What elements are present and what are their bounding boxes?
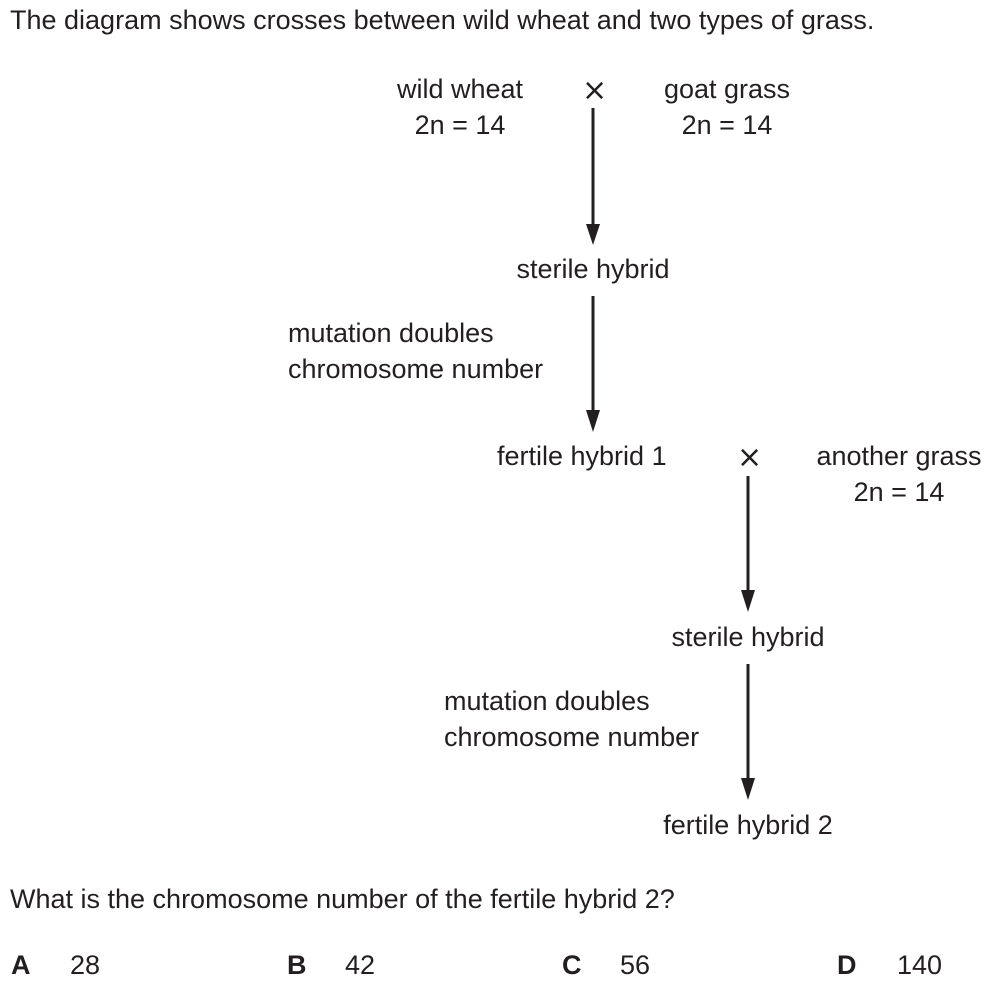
option-value: 42 (345, 950, 376, 980)
parent-goat-grass-chromosomes: 2n = 14 (681, 110, 773, 140)
option-value: 56 (620, 950, 651, 980)
cross-symbol-1: × (582, 73, 608, 108)
mutation-1-line2: chromosome number (288, 354, 544, 384)
arrowhead-4 (741, 778, 755, 800)
fertile-hybrid-1: fertile hybrid 1 (497, 441, 667, 471)
question-intro: The diagram shows crosses between wild w… (10, 5, 875, 35)
question-prompt: What is the chromosome number of the fer… (10, 884, 675, 914)
cross-symbol-2: × (737, 440, 763, 475)
option-letter: B (287, 950, 307, 980)
fertile-hybrid-2: fertile hybrid 2 (663, 810, 833, 840)
mutation-1-line1: mutation doubles (288, 318, 494, 348)
parent-another-grass-chromosomes: 2n = 14 (853, 477, 945, 507)
mutation-2-line1: mutation doubles (444, 686, 650, 716)
option-value: 28 (70, 950, 101, 980)
option-letter: D (837, 950, 857, 980)
sterile-hybrid-2: sterile hybrid (671, 622, 825, 652)
arrowhead-1 (586, 224, 600, 245)
parent-goat-grass-name: goat grass (663, 74, 791, 104)
option-letter: C (562, 950, 582, 980)
parent-wild-wheat-name: wild wheat (396, 74, 524, 104)
parent-another-grass-name: another grass (816, 441, 982, 471)
arrowhead-2 (586, 410, 600, 432)
mutation-2-line2: chromosome number (444, 722, 700, 752)
arrowhead-3 (741, 590, 755, 612)
option-letter: A (11, 950, 31, 980)
option-value: 140 (897, 950, 943, 980)
parent-wild-wheat-chromosomes: 2n = 14 (414, 110, 506, 140)
sterile-hybrid-1: sterile hybrid (516, 254, 670, 284)
